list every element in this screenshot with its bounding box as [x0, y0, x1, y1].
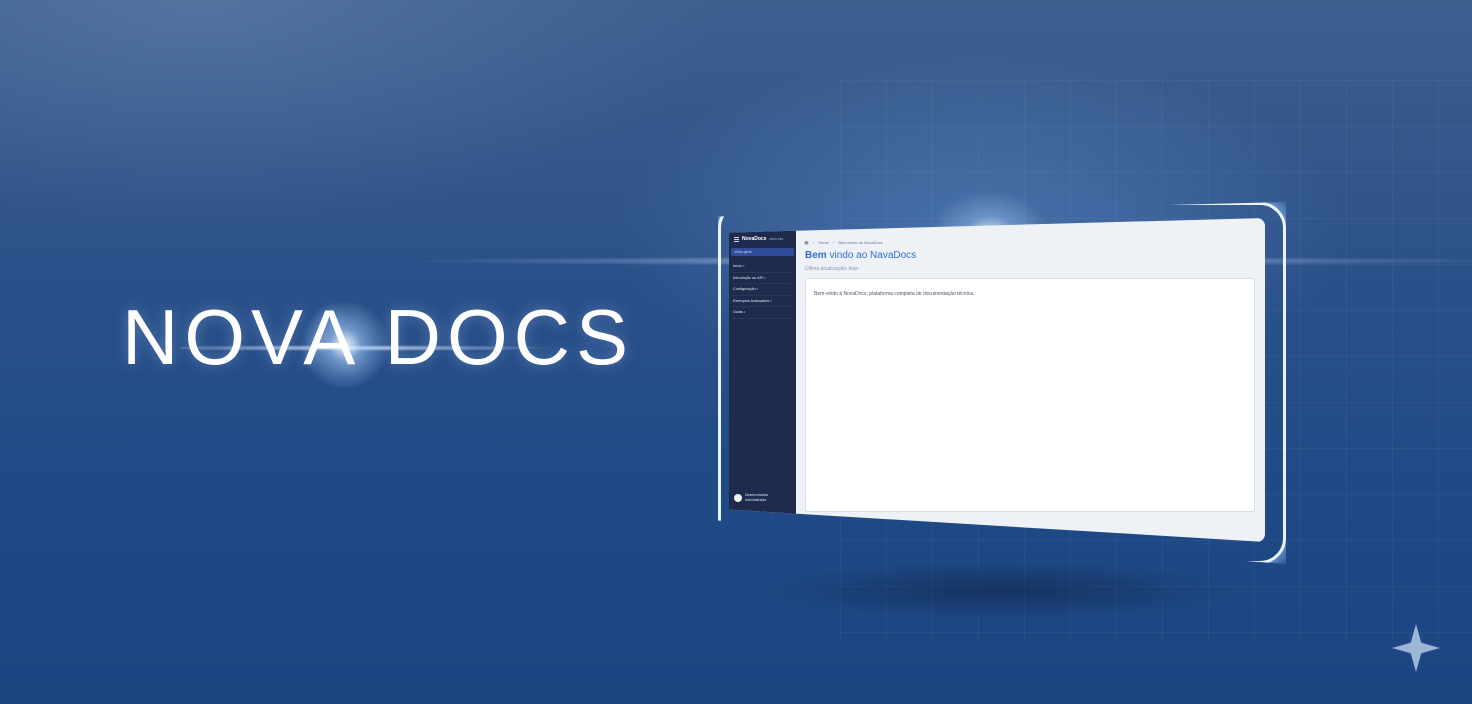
page-title-strong: Bem — [805, 250, 827, 261]
sidebar-nav: Início • Introdução ao API • Configuraçã… — [733, 261, 791, 319]
hero-title: NOVA DOCS — [122, 293, 634, 381]
sidebar-item-active[interactable]: Visão geral — [731, 248, 794, 256]
user-name: Desenvolvedor — [745, 493, 769, 497]
lens-flare — [300, 300, 390, 390]
brand-name: NovaDocs — [742, 236, 767, 242]
page-title-rest: vindo ao NavaDocs — [829, 250, 917, 261]
app-window: NovaDocs docs.exe Visão geral Início • I… — [729, 218, 1265, 542]
sidebar: NovaDocs docs.exe Visão geral Início • I… — [729, 218, 796, 542]
content-card: Bem-vindo à NovaDocs, plataforma complet… — [805, 278, 1255, 512]
main-content: › Home › Bem-vindo ao NovaDocs Bem vindo… — [796, 218, 1265, 542]
user-info: Desenvolvedor Administrador — [745, 493, 768, 503]
user-profile[interactable]: Desenvolvedor Administrador — [734, 493, 768, 503]
breadcrumb: › Home › Bem-vindo ao NovaDocs — [804, 240, 883, 245]
card-text: Bem-vindo à NovaDocs, plataforma complet… — [814, 291, 975, 297]
sidebar-item-exemplos[interactable]: Exemplos Avançados • — [733, 296, 791, 307]
home-icon[interactable] — [804, 240, 809, 245]
sidebar-item-inicio[interactable]: Início • — [733, 261, 791, 273]
sidebar-item-guias[interactable]: Guias • — [733, 307, 791, 319]
page-subtitle: Última atualização: hoje — [805, 266, 859, 272]
breadcrumb-home[interactable]: Home — [818, 240, 830, 245]
breadcrumb-separator-icon: › — [833, 240, 835, 245]
sidebar-item-api[interactable]: Introdução ao API • — [733, 273, 791, 284]
brand-subtitle: docs.exe — [769, 237, 784, 241]
breadcrumb-current: Bem-vindo ao NovaDocs — [838, 240, 883, 245]
breadcrumb-separator-icon: › — [813, 240, 815, 245]
menu-icon[interactable] — [734, 236, 739, 242]
screen-shadow — [760, 560, 1240, 620]
sidebar-item-configuracao[interactable]: Configuração • — [733, 284, 791, 296]
avatar — [734, 494, 742, 502]
user-role: Administrador — [745, 498, 767, 502]
brand-row: NovaDocs docs.exe — [734, 236, 783, 242]
page-title: Bem vindo ao NavaDocs — [805, 250, 916, 261]
sidebar-item-active-label: Visão geral — [734, 250, 752, 254]
